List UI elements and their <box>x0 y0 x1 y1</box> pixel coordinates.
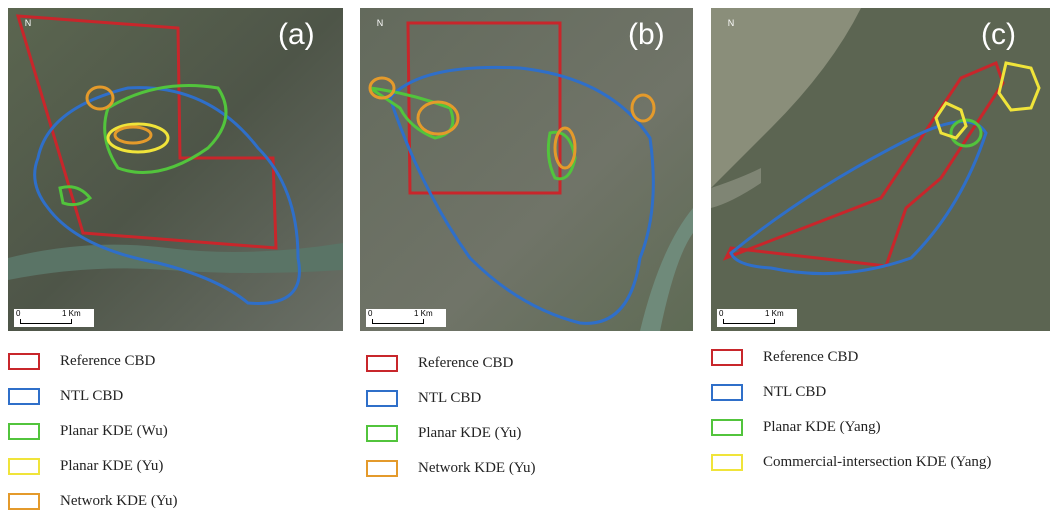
legend-swatch <box>8 493 40 510</box>
legend-label: Planar KDE (Yang) <box>763 419 881 435</box>
legend-item: Commercial-intersection KDE (Yang) <box>711 454 991 471</box>
legend-swatch <box>711 349 743 366</box>
commercial-intersection-kde-outline <box>934 101 968 140</box>
panel-label: (a) <box>278 18 315 51</box>
planar-kde-yang-outline <box>949 118 983 148</box>
reference-cbd-outline <box>722 60 1005 268</box>
scale-start: 0 <box>16 309 21 318</box>
scale-end: 1 Km <box>765 309 784 318</box>
scale-bar: 0 1 Km <box>14 309 94 327</box>
legend-swatch <box>366 355 398 372</box>
legend-item: NTL CBD <box>366 390 481 407</box>
legend-label: Commercial-intersection KDE (Yang) <box>763 454 992 470</box>
map-panel-b: N (b) 0 1 Km <box>360 8 693 331</box>
network-kde-yu-outline <box>113 125 153 145</box>
legend-label: Planar KDE (Yu) <box>60 458 164 474</box>
ntl-cbd-outline <box>388 65 655 325</box>
scale-bar: 0 1 Km <box>717 309 797 327</box>
ntl-cbd-outline <box>33 86 301 305</box>
legend-label: NTL CBD <box>60 388 124 404</box>
legend-label: NTL CBD <box>763 384 827 400</box>
legend-swatch <box>366 390 398 407</box>
legend-item: Planar KDE (Yu) <box>366 425 521 442</box>
legend-label: NTL CBD <box>418 390 482 406</box>
legend-label: Reference CBD <box>763 349 859 365</box>
legend-item: NTL CBD <box>711 384 826 401</box>
river <box>8 243 343 280</box>
legend-label: Reference CBD <box>60 353 156 369</box>
legend-label: Network KDE (Yu) <box>60 493 178 509</box>
panel-label: (b) <box>628 18 665 51</box>
satellite-map-c <box>711 8 1050 331</box>
map-panel-c: N (c) 0 1 Km <box>711 8 1050 331</box>
north-arrow-icon: N <box>24 18 32 28</box>
legend-label: Planar KDE (Yu) <box>418 425 522 441</box>
legend-swatch <box>8 353 40 370</box>
north-arrow-icon: N <box>727 18 735 28</box>
reference-cbd-outline <box>15 14 278 250</box>
scale-end: 1 Km <box>414 309 433 318</box>
map-panel-a: N (a) 0 1 Km <box>8 8 343 331</box>
scale-bar: 0 1 Km <box>366 309 446 327</box>
legend-swatch <box>8 423 40 440</box>
legend-item: Reference CBD <box>366 355 513 372</box>
planar-kde-yu-outline <box>369 86 455 140</box>
legend-label: Network KDE (Yu) <box>418 460 536 476</box>
scale-start: 0 <box>368 309 373 318</box>
legend-swatch <box>366 460 398 477</box>
north-arrow-icon: N <box>376 18 384 28</box>
legend-item: Reference CBD <box>711 349 858 366</box>
legend-swatch <box>711 419 743 436</box>
legend-item: Planar KDE (Yu) <box>8 458 163 475</box>
network-kde-yu-outline <box>416 100 460 136</box>
scale-end: 1 Km <box>62 309 81 318</box>
panel-label: (c) <box>981 18 1016 51</box>
scale-start: 0 <box>719 309 724 318</box>
satellite-map-a <box>8 8 343 331</box>
legend-swatch <box>8 388 40 405</box>
reference-cbd-outline <box>406 21 562 195</box>
legend-swatch <box>711 454 743 471</box>
legend-item: Planar KDE (Yang) <box>711 419 881 436</box>
legend-item: Network KDE (Yu) <box>366 460 535 477</box>
legend-swatch <box>711 384 743 401</box>
legend-label: Planar KDE (Wu) <box>60 423 168 439</box>
river <box>711 8 861 188</box>
legend-item: Network KDE (Yu) <box>8 493 177 510</box>
legend-swatch <box>8 458 40 475</box>
legend-item: NTL CBD <box>8 388 123 405</box>
planar-kde-yu-outline <box>106 122 170 154</box>
legend-item: Reference CBD <box>8 353 155 370</box>
satellite-map-b <box>360 8 693 331</box>
planar-kde-wu-outline <box>103 84 228 174</box>
legend-swatch <box>366 425 398 442</box>
legend-label: Reference CBD <box>418 355 514 371</box>
ntl-cbd-outline <box>729 120 988 276</box>
legend-item: Planar KDE (Wu) <box>8 423 168 440</box>
